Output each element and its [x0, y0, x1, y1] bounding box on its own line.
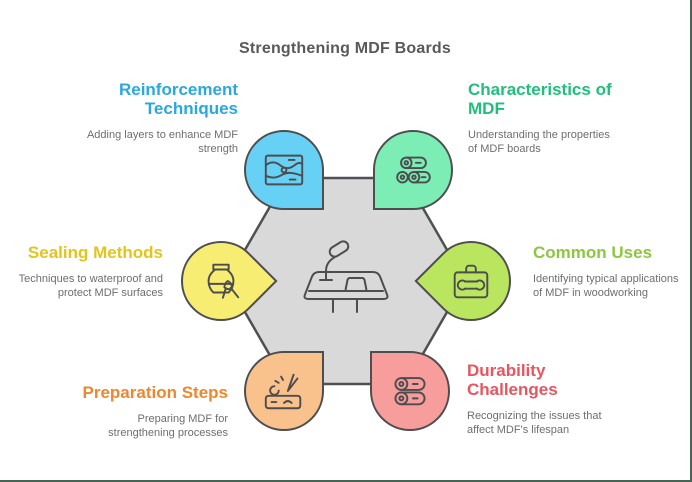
- node-title: Reinforcement Techniques: [118, 80, 238, 119]
- node-bubble-characteristics-of-mdf: [373, 130, 453, 210]
- node-title: Sealing Methods: [27, 243, 163, 262]
- page-title: Strengthening MDF Boards: [239, 40, 451, 57]
- wood-carving-icon: [264, 373, 302, 410]
- podium-microphone-icon: [303, 240, 389, 313]
- vase-paintbrush-icon: [207, 263, 240, 299]
- node-title: Common Uses: [533, 243, 653, 262]
- node-description: Preparing MDF for strengthening processe…: [108, 413, 228, 440]
- stacked-logs-icon: [394, 377, 426, 406]
- node-bubble-reinforcement-techniques: [244, 130, 324, 210]
- node-title: Preparation Steps: [82, 383, 229, 402]
- node-text-common-uses: Common Uses Identifying typical applicat…: [533, 243, 690, 301]
- node-description: Understanding the properties of MDF boar…: [468, 129, 610, 156]
- node-title: Characteristics of MDF: [468, 80, 612, 119]
- node-description: Adding layers to enhance MDF strength: [86, 129, 238, 156]
- node-bubble-sealing-methods: [164, 224, 278, 338]
- node-bubble-common-uses: [414, 224, 528, 338]
- node-bubble-preparation-steps: [244, 351, 324, 431]
- node-text-durability-challenges: Durability Challenges Recognizing the is…: [467, 361, 667, 438]
- node-text-sealing-methods: Sealing Methods Techniques to waterproof…: [8, 243, 163, 301]
- node-text-preparation-steps: Preparation Steps Preparing MDF for stre…: [30, 383, 229, 441]
- toolbox-wrench-icon: [453, 264, 489, 299]
- node-title: Durability Challenges: [467, 361, 558, 400]
- node-description: Techniques to waterproof and protect MDF…: [18, 273, 163, 300]
- node-description: Identifying typical applications of MDF …: [533, 273, 679, 300]
- node-description: Recognizing the issues that affect MDF's…: [467, 410, 602, 437]
- node-bubble-durability-challenges: [370, 351, 450, 431]
- log-stack-icon: [396, 156, 431, 184]
- node-text-characteristics-of-mdf: Characteristics of MDF Understanding the…: [468, 80, 678, 157]
- wood-board-icon: [264, 154, 304, 186]
- node-text-reinforcement-techniques: Reinforcement Techniques Adding layers t…: [38, 80, 238, 157]
